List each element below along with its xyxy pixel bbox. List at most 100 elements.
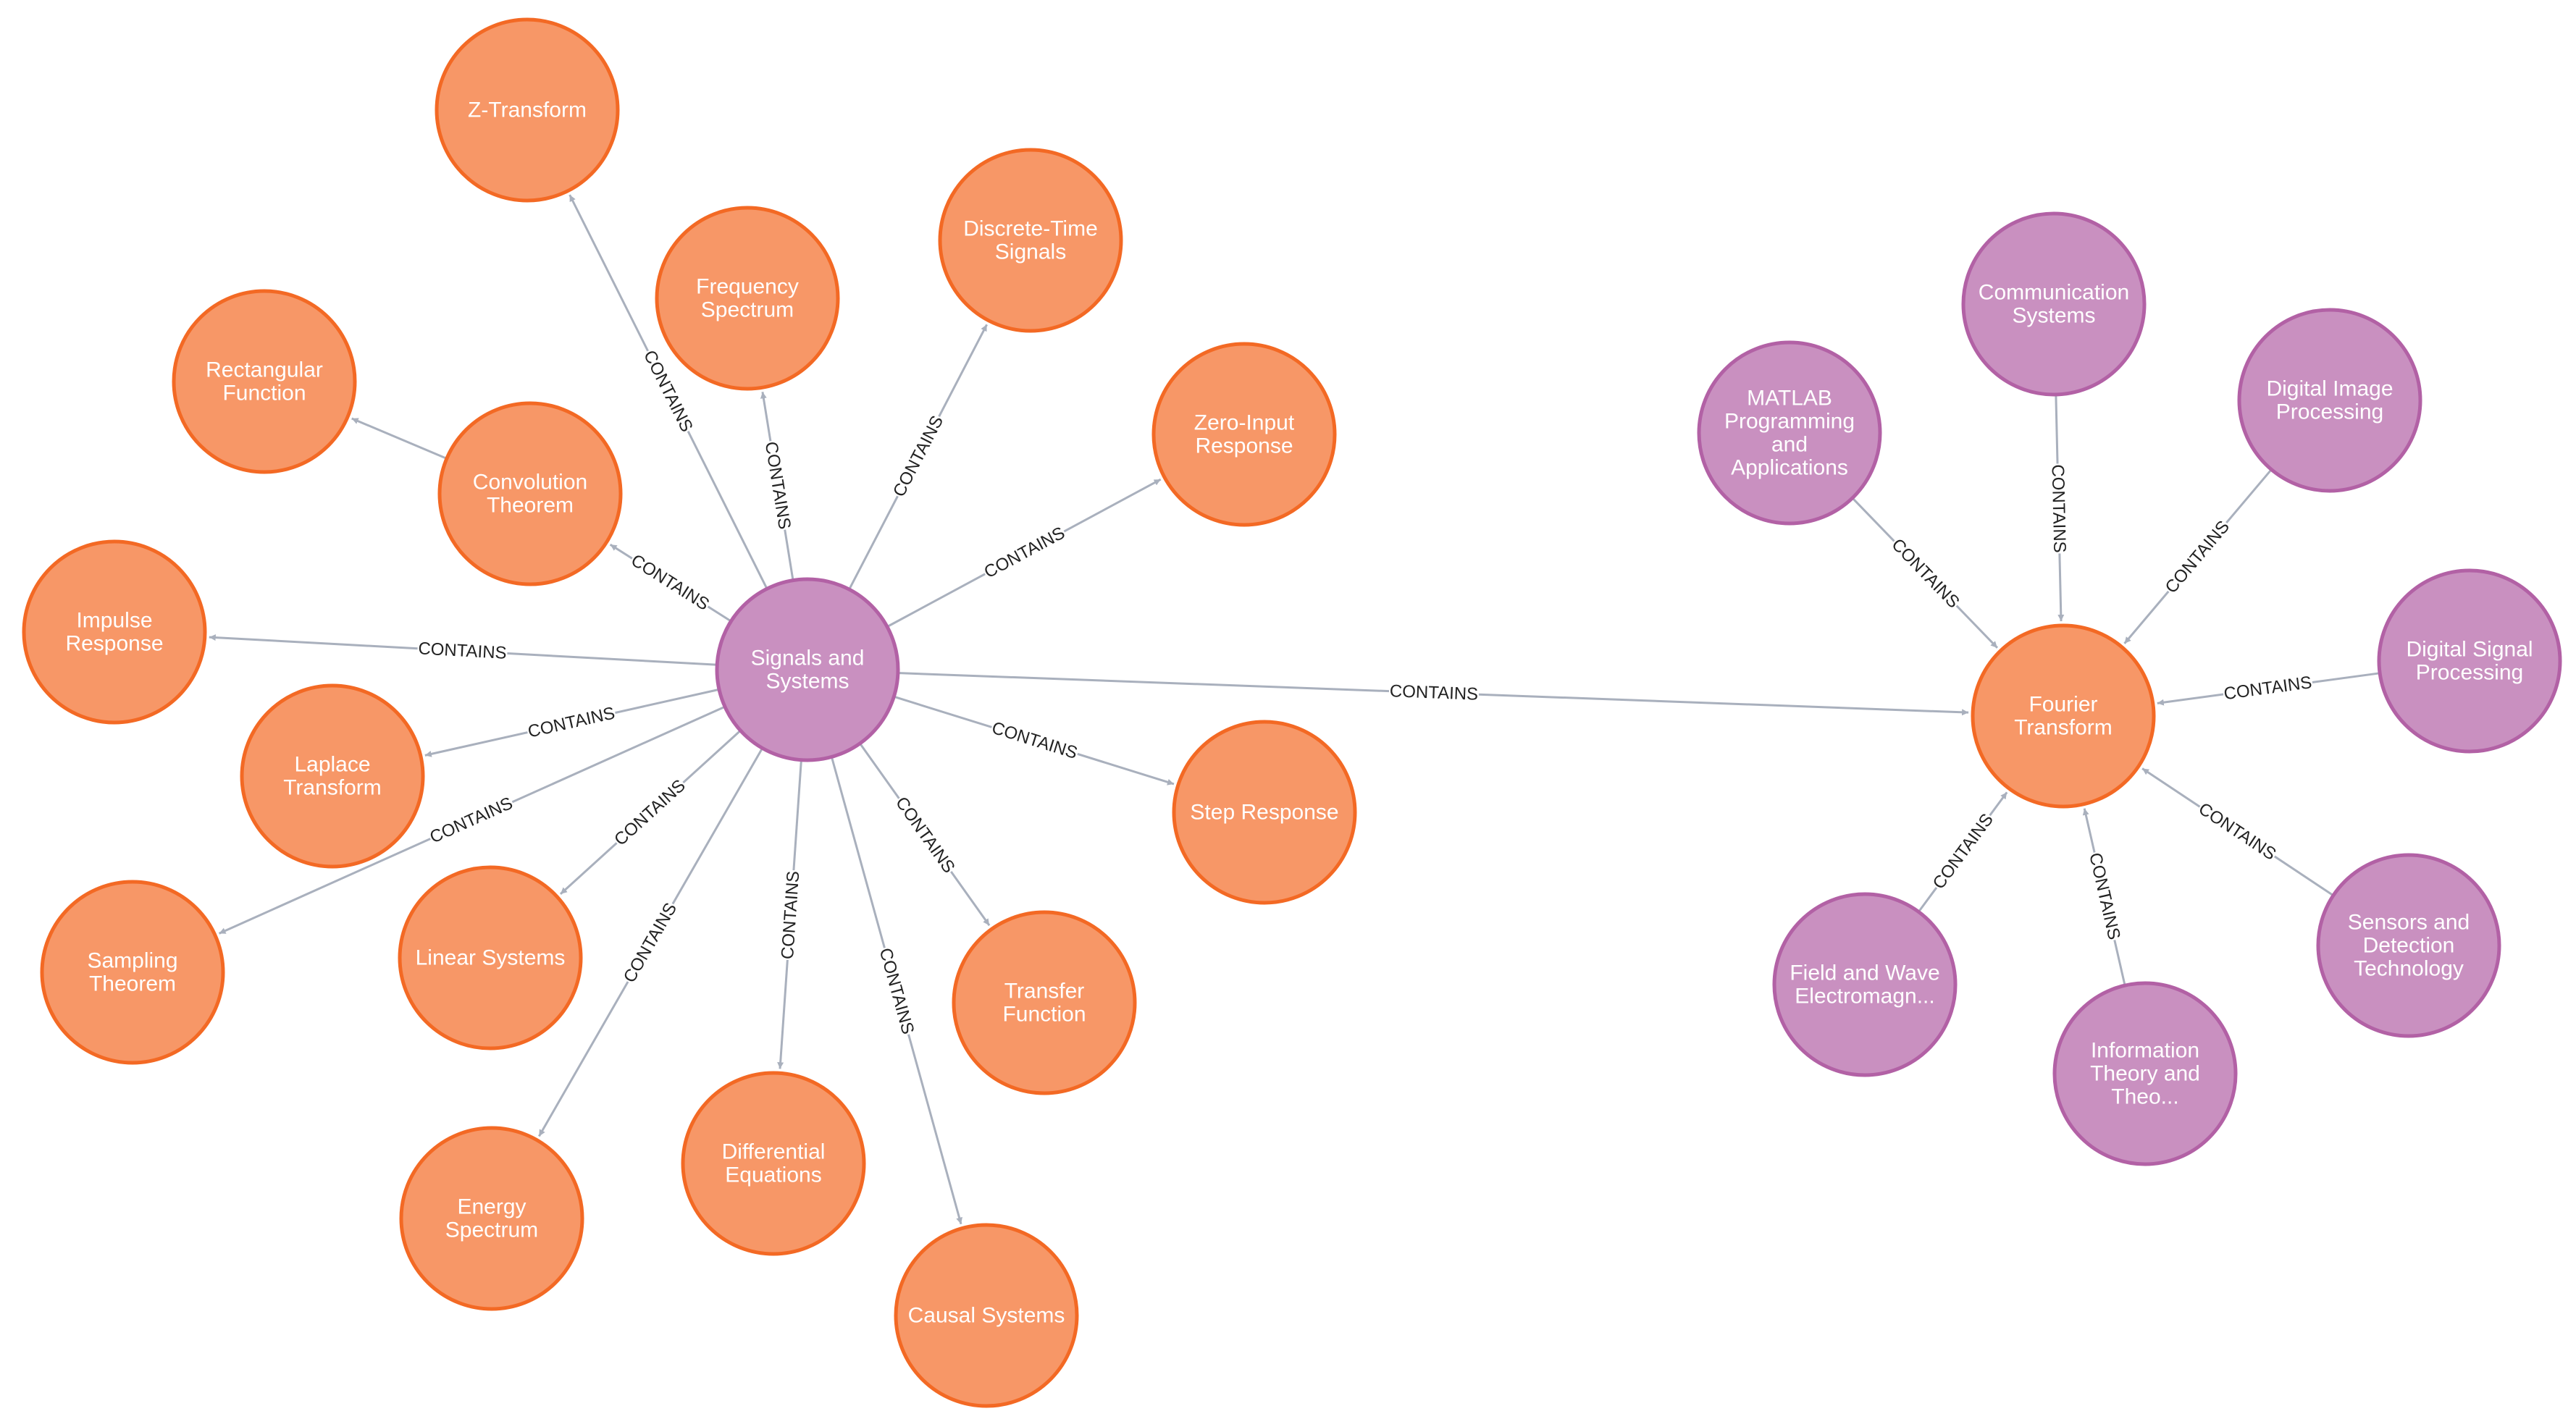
edge-label: CONTAINS: [620, 900, 681, 986]
node-label: Theorem: [487, 494, 574, 518]
node-label: Programming: [1724, 410, 1855, 434]
node-label: Transform: [283, 776, 382, 800]
node-circle[interactable]: [1697, 340, 1882, 526]
node-circle[interactable]: [715, 577, 900, 762]
node-circle[interactable]: [1961, 211, 2147, 397]
node-step[interactable]: Step Response: [1172, 720, 1357, 905]
node-label: Discrete-Time: [963, 217, 1098, 241]
node-circle[interactable]: [398, 865, 583, 1050]
edge-signals-freqspec[interactable]: CONTAINS: [760, 392, 796, 579]
edge-label-background: [980, 521, 1069, 583]
edge-signals-diffeq[interactable]: CONTAINS: [776, 761, 803, 1069]
node-circle[interactable]: [437, 401, 623, 586]
edge-signals-zeroinput[interactable]: CONTAINS: [888, 478, 1162, 628]
edge-comm-fourier[interactable]: CONTAINS: [2048, 395, 2071, 622]
edge-dip-fourier[interactable]: CONTAINS: [2123, 470, 2272, 644]
edge-fieldwave-fourier[interactable]: CONTAINS: [1918, 791, 2008, 911]
edge-label-background: [2048, 463, 2071, 554]
node-label: Function: [1002, 1003, 1086, 1027]
edge-label: CONTAINS: [778, 870, 803, 960]
node-ztransform[interactable]: Z-Transform: [435, 17, 620, 203]
edge-convthm-rectfunc[interactable]: [351, 417, 446, 459]
edge-signals-step[interactable]: CONTAINS: [894, 696, 1175, 786]
edge-signals-fourier[interactable]: CONTAINS: [899, 672, 1969, 716]
edge-label-background: [888, 411, 948, 501]
edge-label: CONTAINS: [889, 413, 947, 500]
edge-signals-laplace[interactable]: CONTAINS: [424, 689, 718, 757]
edge-dsp-fourier[interactable]: CONTAINS: [2157, 671, 2379, 706]
node-circle[interactable]: [399, 1126, 584, 1311]
edge-label: CONTAINS: [1929, 810, 1997, 893]
node-circle[interactable]: [1172, 720, 1357, 905]
edge-line[interactable]: [351, 417, 446, 459]
node-circle[interactable]: [240, 683, 425, 869]
edge-signals-convthm[interactable]: CONTAINS: [609, 543, 731, 622]
node-circle[interactable]: [1772, 892, 1958, 1077]
node-circle[interactable]: [1971, 623, 2156, 809]
node-label: Impulse: [76, 609, 152, 633]
node-label: Applications: [1731, 456, 1848, 480]
node-circle[interactable]: [894, 1223, 1079, 1408]
node-linsys[interactable]: Linear Systems: [398, 865, 583, 1050]
node-label: Sensors and: [2348, 911, 2470, 935]
node-label: Sampling: [87, 949, 177, 973]
node-circle[interactable]: [938, 148, 1123, 333]
node-label: Detection: [2363, 934, 2455, 958]
node-circle[interactable]: [40, 880, 225, 1065]
edge-label: CONTAINS: [1389, 681, 1478, 704]
edge-label-background: [1388, 680, 1480, 704]
edge-label-background: [891, 792, 960, 877]
node-circle[interactable]: [655, 206, 840, 391]
node-circle[interactable]: [172, 289, 357, 474]
node-label: Field and Wave: [1790, 961, 1939, 985]
edge-label: CONTAINS: [427, 793, 516, 848]
node-label: Processing: [2416, 661, 2523, 685]
edge-label: CONTAINS: [2048, 464, 2070, 553]
edge-label: CONTAINS: [981, 523, 1068, 583]
edge-infotheory-fourier[interactable]: CONTAINS: [2082, 808, 2126, 985]
node-circle[interactable]: [2377, 568, 2562, 754]
node-circle[interactable]: [952, 910, 1137, 1095]
node-circle[interactable]: [2316, 853, 2501, 1038]
edge-label-background: [416, 637, 508, 663]
edge-matlab-fourier[interactable]: CONTAINS: [1853, 498, 1999, 649]
node-circle[interactable]: [22, 539, 207, 725]
edge-label: CONTAINS: [989, 718, 1080, 763]
node-circle[interactable]: [435, 17, 620, 203]
edge-label: CONTAINS: [2085, 851, 2124, 941]
node-circle[interactable]: [2052, 981, 2238, 1166]
node-circle[interactable]: [681, 1071, 866, 1256]
edge-label-background: [2160, 515, 2234, 598]
edge-sensors-fourier[interactable]: CONTAINS: [2141, 767, 2333, 896]
node-circle[interactable]: [1151, 342, 1337, 527]
edge-signals-dtsignals[interactable]: CONTAINS: [849, 324, 988, 589]
edge-signals-impulse[interactable]: CONTAINS: [209, 634, 716, 666]
node-causal[interactable]: Causal Systems: [894, 1223, 1079, 1408]
edge-signals-transfer[interactable]: CONTAINS: [860, 744, 991, 927]
edge-signals-linsys[interactable]: CONTAINS: [559, 730, 741, 896]
node-label: Energy: [457, 1195, 526, 1219]
node-fieldwave[interactable]: Field and WaveElectromagn...: [1772, 892, 1958, 1077]
node-circle[interactable]: [2237, 308, 2422, 493]
edge-label-background: [1887, 534, 1965, 612]
